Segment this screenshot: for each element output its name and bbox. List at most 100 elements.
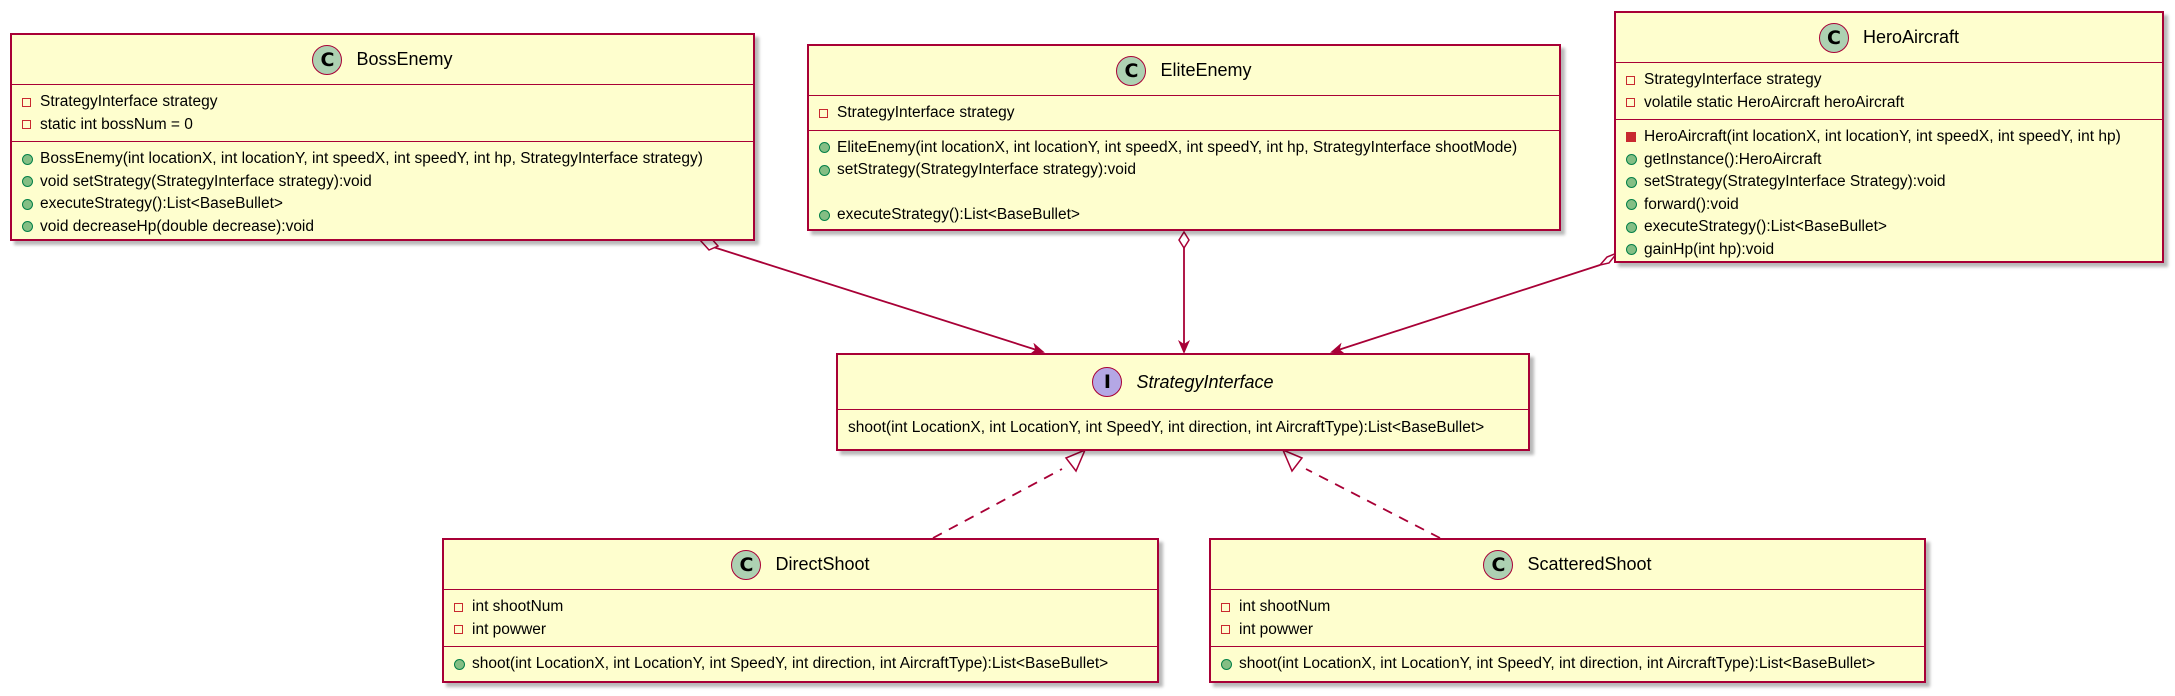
methods-section: BossEnemy(int locationX, int locationY, … [12,142,753,243]
class-header: C HeroAircraft [1616,13,2162,63]
field-text: StrategyInterface strategy [837,104,1015,122]
private-field-icon [1221,602,1235,612]
public-method-icon [1626,199,1640,211]
private-field-icon [22,120,36,130]
class-name: BossEnemy [356,49,453,69]
method-row: executeStrategy():List<BaseBullet> [1616,216,2162,239]
field-text: volatile static HeroAircraft heroAircraf… [1644,93,1905,111]
private-field-icon [454,625,468,635]
field-text: int shootNum [472,598,564,616]
method-text: shoot(int LocationX, int LocationY, int … [1239,655,1876,673]
field-text: StrategyInterface strategy [1644,71,1822,89]
public-method-icon [1626,244,1640,256]
realization-directshoot-to-strategyinterface [932,448,1087,539]
fields-section: StrategyInterface strategy volatile stat… [1616,63,2162,120]
class-eliteenemy: C EliteEnemy StrategyInterface strategy … [807,44,1561,231]
public-method-icon [22,221,36,233]
field-row: StrategyInterface strategy [1616,69,2162,92]
public-method-icon [454,658,468,670]
realization-triangle-icon [1064,448,1087,473]
method-text: shoot(int LocationX, int LocationY, int … [848,419,1485,437]
fields-section: int shootNum int powwer [1211,590,1924,647]
private-field-icon [819,108,833,118]
class-header: C EliteEnemy [809,46,1559,96]
method-row: getInstance():HeroAircraft [1616,149,2162,172]
field-row: int powwer [1211,619,1924,642]
method-row: setStrategy(StrategyInterface Strategy):… [1616,171,2162,194]
class-name: HeroAircraft [1862,27,1960,47]
aggregation-eliteenemy-to-strategyinterface [1178,230,1190,354]
private-field-icon [1221,625,1235,635]
field-text: StrategyInterface strategy [40,93,218,111]
class-directshoot: C DirectShoot int shootNum int powwer sh… [442,538,1159,683]
class-badge-icon: C [1818,22,1849,53]
class-scatteredshoot: C ScatteredShoot int shootNum int powwer… [1209,538,1926,683]
fields-section: int shootNum int powwer [444,590,1157,647]
interface-badge-icon: I [1092,367,1123,397]
class-name: DirectShoot [775,554,870,574]
method-row: HeroAircraft(int locationX, int location… [1616,126,2162,149]
public-method-icon [819,142,833,154]
interface-strategyinterface: I StrategyInterface shoot(int LocationX,… [836,353,1530,451]
interface-name: StrategyInterface [1136,371,1274,392]
public-method-icon [22,198,36,210]
class-name: ScatteredShoot [1527,554,1652,574]
method-row: shoot(int LocationX, int LocationY, int … [838,417,1528,440]
field-row: int powwer [444,619,1157,642]
interface-header: I StrategyInterface [838,355,1528,410]
method-row: executeStrategy():List<BaseBullet> [12,193,753,216]
methods-section: HeroAircraft(int locationX, int location… [1616,120,2162,266]
field-row: StrategyInterface strategy [12,91,753,114]
field-text: int powwer [472,620,547,638]
class-heroaircraft: C HeroAircraft StrategyInterface strateg… [1614,11,2164,263]
public-method-icon [819,164,833,176]
method-text: setStrategy(StrategyInterface Strategy):… [1644,173,1946,191]
method-text: forward():void [1644,195,1739,213]
method-text: HeroAircraft(int locationX, int location… [1644,128,2121,146]
class-header: C ScatteredShoot [1211,540,1924,590]
method-text: gainHp(int hp):void [1644,240,1775,258]
public-method-icon [819,209,833,221]
private-field-icon [22,97,36,107]
public-method-icon [1626,221,1640,233]
private-method-icon [1626,132,1640,143]
field-text: int shootNum [1239,598,1331,616]
method-text: setStrategy(StrategyInterface strategy):… [837,161,1136,179]
class-header: C DirectShoot [444,540,1157,590]
method-text: void setStrategy(StrategyInterface strat… [40,172,372,190]
public-method-icon [1626,176,1640,188]
method-text: BossEnemy(int locationX, int locationY, … [40,150,703,168]
field-text: static int bossNum = 0 [40,115,193,133]
method-row: BossEnemy(int locationX, int locationY, … [12,148,753,171]
public-method-icon [22,153,36,165]
realization-scatteredshoot-to-strategyinterface [1281,448,1441,539]
class-header: C BossEnemy [12,35,753,85]
aggregation-heroaircraft-to-strategyinterface [1330,251,1620,355]
method-row: setStrategy(StrategyInterface strategy):… [809,159,1559,182]
field-row: volatile static HeroAircraft heroAircraf… [1616,92,2162,115]
method-text: EliteEnemy(int locationX, int locationY,… [837,138,1518,156]
class-name: EliteEnemy [1160,60,1252,80]
methods-section: shoot(int LocationX, int LocationY, int … [838,410,1528,445]
method-row: void setStrategy(StrategyInterface strat… [12,171,753,194]
private-field-icon [454,602,468,612]
method-text: shoot(int LocationX, int LocationY, int … [472,655,1109,673]
field-row: int shootNum [1211,596,1924,619]
method-row: forward():void [1616,194,2162,217]
public-method-icon [22,176,36,188]
method-row: shoot(int LocationX, int LocationY, int … [444,653,1157,676]
method-text: executeStrategy():List<BaseBullet> [1644,218,1887,236]
private-field-icon [1626,75,1640,85]
aggregation-diamond-icon [1597,251,1620,267]
class-badge-icon: C [1116,55,1147,86]
method-row: executeStrategy():List<BaseBullet> [809,204,1559,227]
realization-triangle-icon [1281,448,1304,473]
public-method-icon [1221,658,1235,670]
method-row: shoot(int LocationX, int LocationY, int … [1211,653,1924,676]
methods-section: shoot(int LocationX, int LocationY, int … [1211,647,1924,681]
method-text: executeStrategy():List<BaseBullet> [837,206,1080,224]
class-bossenemy: C BossEnemy StrategyInterface strategy s… [10,33,755,241]
aggregation-bossenemy-to-strategyinterface [698,236,1045,355]
method-text: executeStrategy():List<BaseBullet> [40,195,283,213]
